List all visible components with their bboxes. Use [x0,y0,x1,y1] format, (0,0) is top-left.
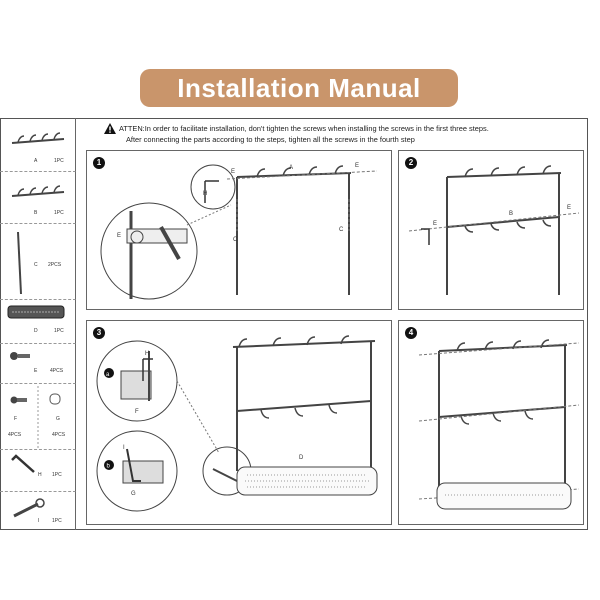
part-a: A 1PC [0,118,76,172]
step-2-label-e2: E [567,205,571,211]
step-4-diagram [418,339,580,510]
step-3-label-d: D [299,455,304,461]
part-h-qty: 1PC [52,472,62,478]
part-f-qty: 4PCS [8,432,22,438]
part-c-letter: C [34,262,38,268]
part-f-letter: F [14,416,18,422]
screw-icon [10,352,30,360]
step-1-label-a: A [289,165,293,171]
step-2-label-e: E [433,221,437,227]
part-h: H 1PC [0,450,76,492]
zoom-a-label: a [106,372,110,378]
step-4-number: 4 [405,327,417,339]
attention-line-1: ATTEN:In order to facilitate installatio… [119,124,489,133]
allen-key-icon [11,454,35,473]
part-b: B 1PC [0,172,76,224]
step-2-label-b: B [509,211,513,217]
page-title: Installation Manual [177,72,421,103]
title-banner: Installation Manual [140,69,458,107]
step-3-label-i: I [123,445,125,451]
part-e: E 4PCS [0,344,76,384]
part-b-letter: B [34,210,38,216]
hook-bar-b-icon [11,185,65,197]
hook-bar-a-icon [11,132,65,144]
attention-line-2: After connecting the parts according to … [126,135,415,144]
step-3-panel: 3 a H F b I G D [86,320,392,525]
part-i: I 1PC [0,492,76,530]
zoom-b-label: b [107,464,111,470]
part-e-qty: 4PCS [50,368,64,374]
step-1-panel: 1 E H A E C C E [86,150,392,310]
bolt-and-cap-icon [10,386,61,448]
step-2-diagram: E B E [408,165,580,295]
manual-frame [0,118,588,530]
step-3-label-f: F [135,409,139,415]
step-1-label-e2: E [355,163,359,169]
step-3-label-h: H [145,351,149,357]
part-d-letter: D [34,328,38,334]
part-c-qty: 2PCS [48,262,62,268]
wrench-icon [13,498,45,518]
step-3-diagram: a H F b I G D [96,335,378,512]
upright-post-icon [17,231,22,295]
part-i-letter: I [38,518,40,524]
part-a-qty: 1PC [54,158,64,164]
part-h-letter: H [38,472,42,478]
tray-icon [7,305,65,319]
part-c: C 2PCS [0,224,76,300]
step-1-diagram: E H A E C C E [100,163,378,300]
part-d: D 1PC [0,300,76,344]
part-g-letter: G [56,416,60,422]
parts-list: A 1PC B 1PC C 2PCS D 1PC E 4PCS [0,118,76,530]
step-2-panel: 2 E B E [398,150,584,310]
part-b-qty: 1PC [54,210,64,216]
warning-icon [104,123,116,134]
part-g-qty: 4PCS [52,432,66,438]
part-d-qty: 1PC [54,328,64,334]
step-1-label-c2: C [339,227,344,233]
step-4-panel: 4 [398,320,584,525]
step-1-label-h: H [203,191,207,197]
step-3-number: 3 [93,327,105,339]
part-i-qty: 1PC [52,518,62,524]
step-1-number: 1 [93,157,105,169]
step-1-label-e: E [231,169,235,175]
part-f-g: F 4PCS G 4PCS [0,384,76,450]
step-2-number: 2 [405,157,417,169]
step-1-label-c: C [233,237,238,243]
step-3-label-g: G [131,491,136,497]
part-e-letter: E [34,368,38,374]
step-1-label-e3: E [117,233,121,239]
part-a-letter: A [34,158,38,164]
